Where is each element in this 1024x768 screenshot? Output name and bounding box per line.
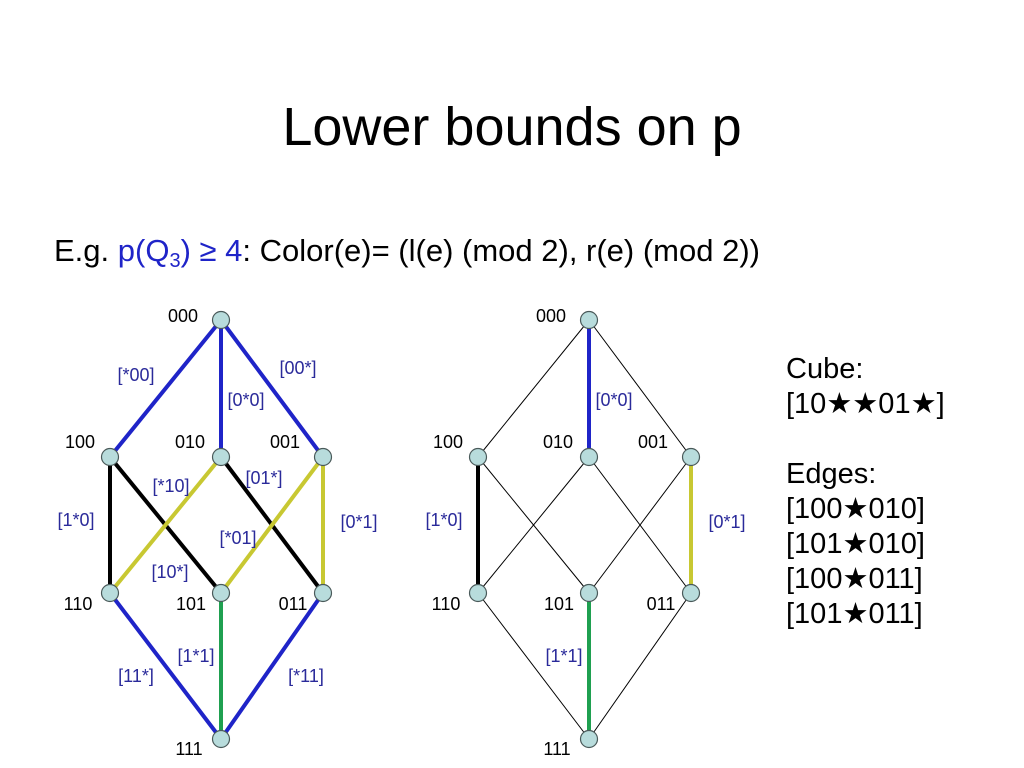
node-111 <box>579 729 599 749</box>
node-100 <box>100 447 120 467</box>
node-000 <box>211 310 231 330</box>
edge-000-001 <box>219 318 325 459</box>
subtitle-prefix: E.g. <box>54 233 118 268</box>
edge-label-100-101: [10*] <box>151 562 188 582</box>
node-001 <box>313 447 333 467</box>
diagram-right: [0*0] [1*0] [0*1] [1*1] 000 100 010 001 110 101 01… <box>425 306 745 759</box>
node-label-100: 100 <box>433 432 463 452</box>
node-label-010: 010 <box>175 432 205 452</box>
node-011 <box>681 583 701 603</box>
slide-title: Lower bounds on p <box>282 97 742 157</box>
edge-item: [100★010] <box>786 493 925 525</box>
node-label-000: 000 <box>168 306 198 326</box>
node-label-100: 100 <box>65 432 95 452</box>
node-110 <box>468 583 488 603</box>
node-label-111: 111 <box>175 739 202 759</box>
node-100 <box>468 447 488 467</box>
edge-110-111 <box>477 592 590 740</box>
node-111 <box>211 729 231 749</box>
node-label-110: 110 <box>64 594 93 614</box>
edge-label-100-110: [1*0] <box>57 510 94 530</box>
subtitle-highlight-main: p(Q <box>117 233 170 268</box>
edge-label-000-100: [*00] <box>117 365 154 385</box>
node-label-001: 001 <box>270 432 300 452</box>
edge-label-101-111: [1*1] <box>545 646 582 666</box>
edge-label-110-111: [11*] <box>118 666 154 686</box>
edges-heading: Edges: <box>786 458 877 490</box>
node-label-001: 001 <box>638 432 668 452</box>
edge-item: [101★010] <box>786 528 925 560</box>
subtitle-suffix: : Color(e)= (l(e) (mod 2), r(e) (mod 2)) <box>242 233 760 268</box>
edge-label-000-001: [00*] <box>279 358 316 378</box>
cube-value: [10★★01★] <box>786 388 945 420</box>
edge-label-000-010: [0*0] <box>595 390 632 410</box>
node-101 <box>211 583 231 603</box>
node-101 <box>579 583 599 603</box>
cube-heading: Cube: <box>786 353 864 385</box>
node-label-011: 011 <box>279 594 308 614</box>
edge-010-110 <box>108 455 223 595</box>
subtitle-highlight-sub: 3 <box>169 250 181 272</box>
edge-label-001-011: [0*1] <box>340 512 377 532</box>
edge-011-111 <box>588 592 692 740</box>
edge-label-010-011: [01*] <box>245 468 282 488</box>
edge-010-110 <box>477 456 590 594</box>
node-000 <box>579 310 599 330</box>
side-spacer <box>786 422 945 457</box>
edge-011-111 <box>219 591 325 741</box>
node-011 <box>313 583 333 603</box>
node-label-000: 000 <box>536 306 566 326</box>
node-label-111: 111 <box>543 739 570 759</box>
edge-item: [100★011] <box>786 563 923 595</box>
node-label-101: 101 <box>544 594 574 614</box>
edge-110-111 <box>108 591 223 741</box>
node-label-110: 110 <box>432 594 461 614</box>
edge-label-011-111: [*11] <box>288 666 324 686</box>
edge-label-000-010: [0*0] <box>227 390 264 410</box>
edge-label-001-011: [0*1] <box>708 512 745 532</box>
subtitle-highlight-rest: ) ≥ 4 <box>180 233 243 268</box>
node-label-010: 010 <box>543 432 573 452</box>
node-label-101: 101 <box>176 594 206 614</box>
edge-000-001 <box>588 319 692 458</box>
edge-label-001-101: [*01] <box>219 528 256 548</box>
node-label-011: 011 <box>647 594 676 614</box>
node-010 <box>579 447 599 467</box>
edge-label-101-111: [1*1] <box>177 646 214 666</box>
diagram-left: [*00] [0*0] [00*] [1*0] [10*] [*10] [01*] [*01]… <box>57 306 377 759</box>
node-001 <box>681 447 701 467</box>
edge-item: [101★011] <box>786 598 923 630</box>
slide-subtitle: E.g. p(Q3) ≥ 4: Color(e)= (l(e) (mod 2),… <box>54 233 760 273</box>
edge-label-100-110: [1*0] <box>425 510 462 530</box>
edge-001-101 <box>219 455 325 595</box>
edge-label-010-110: [*10] <box>152 476 189 496</box>
side-panel: Cube: [10★★01★] Edges: [100★010] [101★01… <box>786 352 945 632</box>
subtitle-highlight: p(Q3) ≥ 4 <box>117 233 243 272</box>
node-010 <box>211 447 231 467</box>
edge-001-101 <box>588 456 692 594</box>
edge-000-100 <box>108 318 223 459</box>
node-110 <box>100 583 120 603</box>
edge-000-100 <box>477 319 590 458</box>
